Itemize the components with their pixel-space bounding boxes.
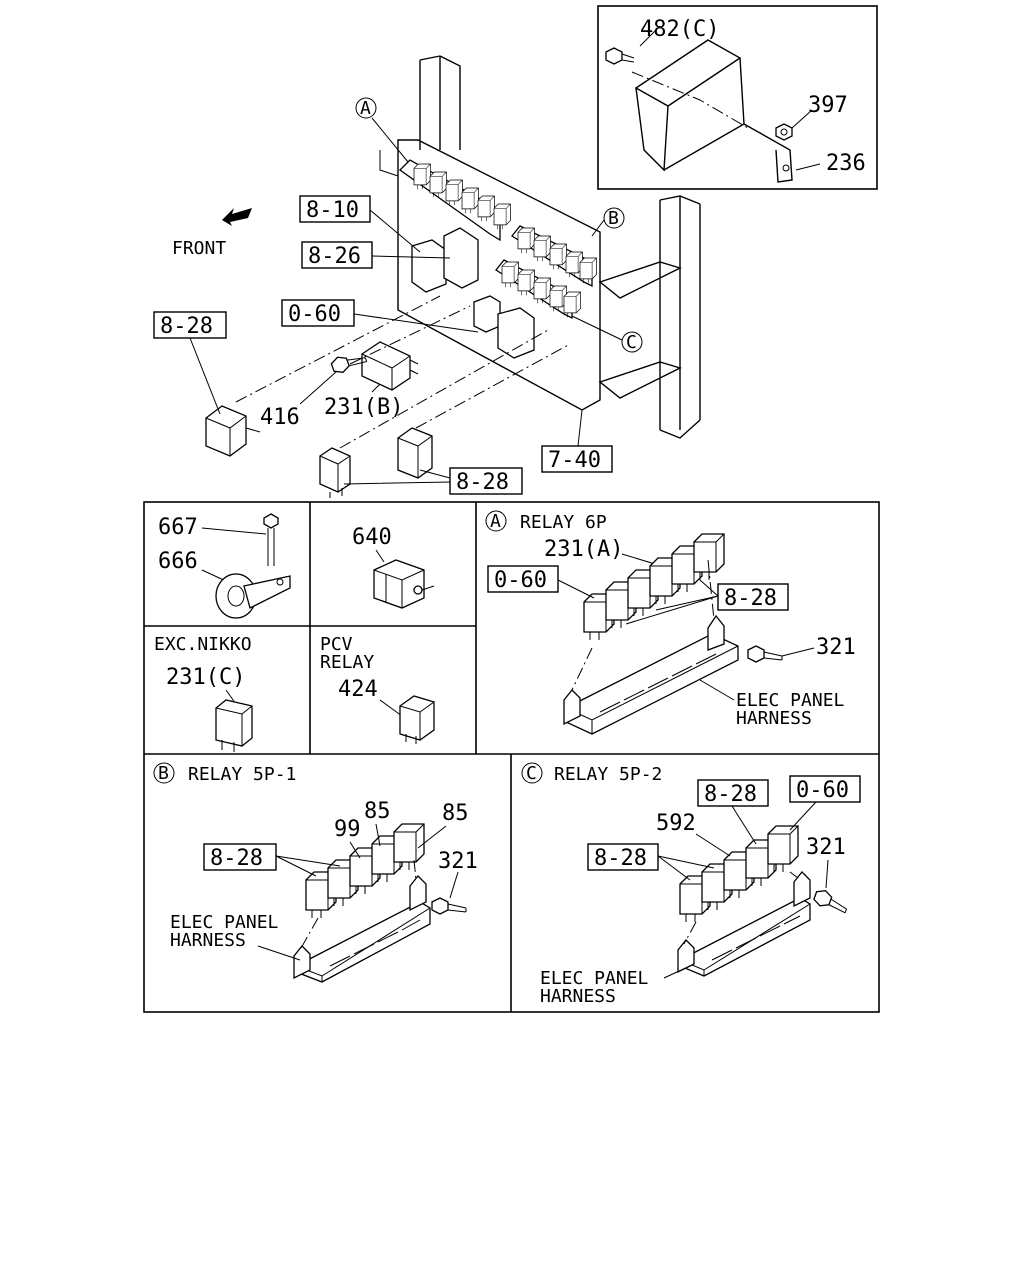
ref-8-10: 8-10	[306, 198, 359, 223]
relay-6p-label-321: 321	[816, 635, 856, 660]
relay-5p1-circle-label: B	[158, 763, 169, 784]
label-231a: 231(A)	[544, 537, 623, 562]
relay-5p2-ref-8-28-top: 8-28	[704, 782, 757, 807]
relay-6p-harness-2: HARNESS	[736, 708, 812, 729]
relay-231c-icon	[215, 699, 253, 752]
relay-8-28-bottom-a-icon	[319, 447, 351, 498]
relay-5p1-label-85a: 85	[364, 799, 391, 824]
pcv-label-line1: PCV	[320, 634, 353, 655]
label-667: 667	[158, 515, 198, 540]
relay-5p1-label-99: 99	[334, 817, 361, 842]
switch-640-icon	[373, 559, 435, 609]
inset-frame	[597, 5, 878, 190]
inset-bracket-detail: 482(C) 397 236	[597, 5, 878, 190]
module-8-26	[443, 227, 479, 289]
label-416: 416	[260, 405, 300, 430]
relay-231b-icon	[361, 341, 419, 391]
main-assembly: FRONT A B C 8-10 8-26 0-60 8-28 7-40 8-2…	[153, 55, 701, 498]
label-666: 666	[158, 549, 198, 574]
callout-b-circle	[603, 207, 625, 229]
panel-switch-640: 640	[352, 525, 435, 609]
label-424: 424	[338, 677, 378, 702]
channel-bracket	[634, 39, 742, 107]
bolt-321-b-icon	[431, 897, 467, 915]
relay-5p2-label-321: 321	[806, 835, 846, 860]
panel-relay-5p-1: B RELAY 5P-1 8-28 99 85 85 321	[153, 762, 478, 983]
relay-6p-circle-label: A	[490, 511, 501, 532]
relay-block-b-assembly	[511, 225, 597, 288]
callout-c: C	[626, 332, 637, 353]
relay-8-28-left-icon	[205, 405, 261, 457]
label-231b: 231(B)	[324, 395, 403, 420]
detail-panels-grid	[143, 501, 880, 1013]
panel-relay-6p: A RELAY 6P 231(A) 0-60 8-28 321	[485, 510, 856, 735]
bolt-667-icon	[263, 513, 279, 566]
relay-block-c-assembly	[495, 259, 581, 320]
relay-5p1-harness-2: HARNESS	[170, 930, 246, 951]
relay-5p1-harness-tray	[293, 875, 431, 983]
bolt-482c-icon	[605, 47, 635, 65]
panel-pcv-relay: PCV RELAY 424	[320, 634, 435, 744]
relay-5p2-harness-tray	[677, 871, 811, 977]
front-arrow-icon	[222, 208, 252, 226]
relay-5p2-ref-0-60: 0-60	[796, 778, 849, 803]
callout-a: A	[360, 98, 371, 119]
callout-a-circle	[355, 97, 377, 119]
module-8-10	[411, 239, 447, 293]
relay-5p1-modules	[305, 823, 425, 919]
relay-5p2-harness-2: HARNESS	[540, 986, 616, 1007]
relay-6p-title: RELAY 6P	[520, 512, 607, 533]
relay-8-28-bottom-b-icon	[397, 427, 433, 479]
relay-block-a-assembly	[398, 159, 511, 242]
clamp-666-icon	[215, 573, 291, 619]
module-relay-panel	[497, 307, 535, 359]
relay-424-icon	[399, 695, 435, 744]
ref-8-28-bottom: 8-28	[456, 470, 509, 495]
label-236: 236	[826, 151, 866, 176]
ref-0-60-main: 0-60	[288, 302, 341, 327]
module-0-60	[473, 295, 501, 333]
relay-6p-harness-1: ELEC PANEL	[736, 690, 845, 711]
panel-relay-5p-2: C RELAY 5P-2 8-28 0-60 592 8-28	[521, 762, 861, 1007]
pcv-label-line2: RELAY	[320, 652, 374, 673]
exc-nikko-label: EXC.NIKKO	[154, 634, 252, 655]
relay-6p-ref-0-60: 0-60	[494, 568, 547, 593]
label-397: 397	[808, 93, 848, 118]
ref-8-28-left: 8-28	[160, 314, 213, 339]
electrical-panel-plate	[397, 139, 601, 411]
relay-5p1-label-321: 321	[438, 849, 478, 874]
callout-b: B	[608, 208, 619, 229]
relay-5p1-ref-8-28: 8-28	[210, 846, 263, 871]
label-482c: 482(C)	[640, 17, 719, 42]
relay-5p2-label-592: 592	[656, 811, 696, 836]
relay-6p-ref-8-28: 8-28	[724, 586, 777, 611]
relay-5p2-title: RELAY 5P-2	[554, 764, 662, 785]
relay-5p1-harness-1: ELEC PANEL	[170, 912, 279, 933]
relay-5p2-harness-1: ELEC PANEL	[540, 968, 649, 989]
label-640: 640	[352, 525, 392, 550]
relay-5p1-label-85b: 85	[442, 801, 469, 826]
frame-rail-right	[659, 195, 701, 439]
callout-c-circle	[621, 331, 643, 353]
front-label: FRONT	[172, 238, 226, 259]
ref-7-40: 7-40	[548, 448, 601, 473]
panel-exc-nikko: EXC.NIKKO 231(C)	[154, 634, 253, 752]
relay-5p1-title: RELAY 5P-1	[188, 764, 296, 785]
ref-8-26: 8-26	[308, 244, 361, 269]
relay-5p2-circle-label: C	[526, 763, 537, 784]
bolt-321-a-icon	[747, 645, 783, 663]
frame-rail-left	[419, 55, 461, 150]
bracket-236-hole	[782, 164, 790, 172]
label-231c: 231(C)	[166, 665, 245, 690]
bolt-321-c-icon	[811, 887, 851, 916]
panel-clamp-667-666: 667 666	[158, 513, 291, 619]
relay-5p2-ref-8-28-left: 8-28	[594, 846, 647, 871]
nut-397-icon	[775, 123, 793, 141]
relay-6p-harness-tray	[563, 614, 739, 735]
